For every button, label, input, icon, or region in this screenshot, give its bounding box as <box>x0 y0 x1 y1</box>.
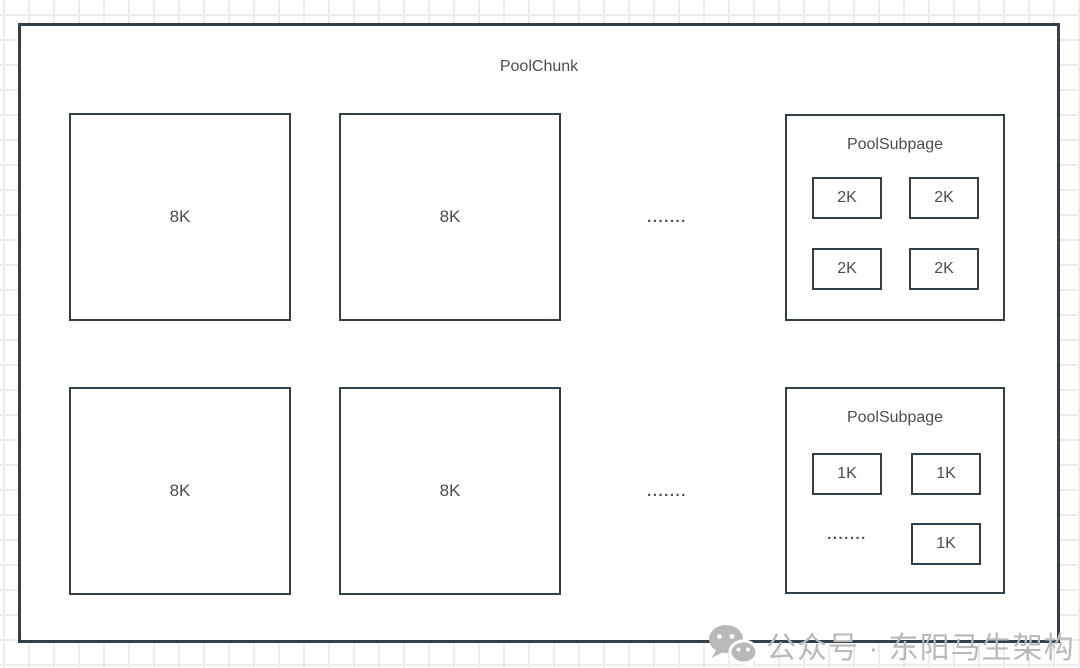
poolsubpage-bottom-title: PoolSubpage <box>846 409 944 426</box>
cell-2k-3: 2K <box>812 248 882 290</box>
cell-1k-2: 1K <box>911 453 981 495</box>
wechat-icon <box>709 625 759 667</box>
cell-2k-2: 2K <box>909 177 979 219</box>
cell-2k-1: 2K <box>812 177 882 219</box>
ellipsis-subpage: ....... <box>827 526 867 543</box>
poolsubpage-bottom: PoolSubpage 1K 1K ....... 1K <box>785 387 1005 594</box>
poolchunk-title: PoolChunk <box>499 58 579 75</box>
watermark-text: 公众号 · 东阳马生架构 <box>766 632 1075 665</box>
ellipsis-top-row: ....... <box>647 209 687 226</box>
page-8k-top-1: 8K <box>69 113 291 321</box>
poolchunk-box: PoolChunk 8K 8K ....... PoolSubpage 2K 2… <box>18 23 1074 667</box>
ellipsis-bottom-row: ....... <box>647 483 687 500</box>
watermark: 公众号 · 东阳马生架构 <box>707 622 1075 668</box>
page-8k-top-2: 8K <box>339 113 561 321</box>
poolsubpage-top: PoolSubpage 2K 2K 2K 2K <box>785 114 1005 321</box>
cell-1k-1: 1K <box>812 453 882 495</box>
cell-2k-4: 2K <box>909 248 979 290</box>
page-8k-bottom-2: 8K <box>339 387 561 595</box>
poolsubpage-top-title: PoolSubpage <box>846 136 944 153</box>
page-8k-bottom-1: 8K <box>69 387 291 595</box>
cell-1k-3: 1K <box>911 523 981 565</box>
